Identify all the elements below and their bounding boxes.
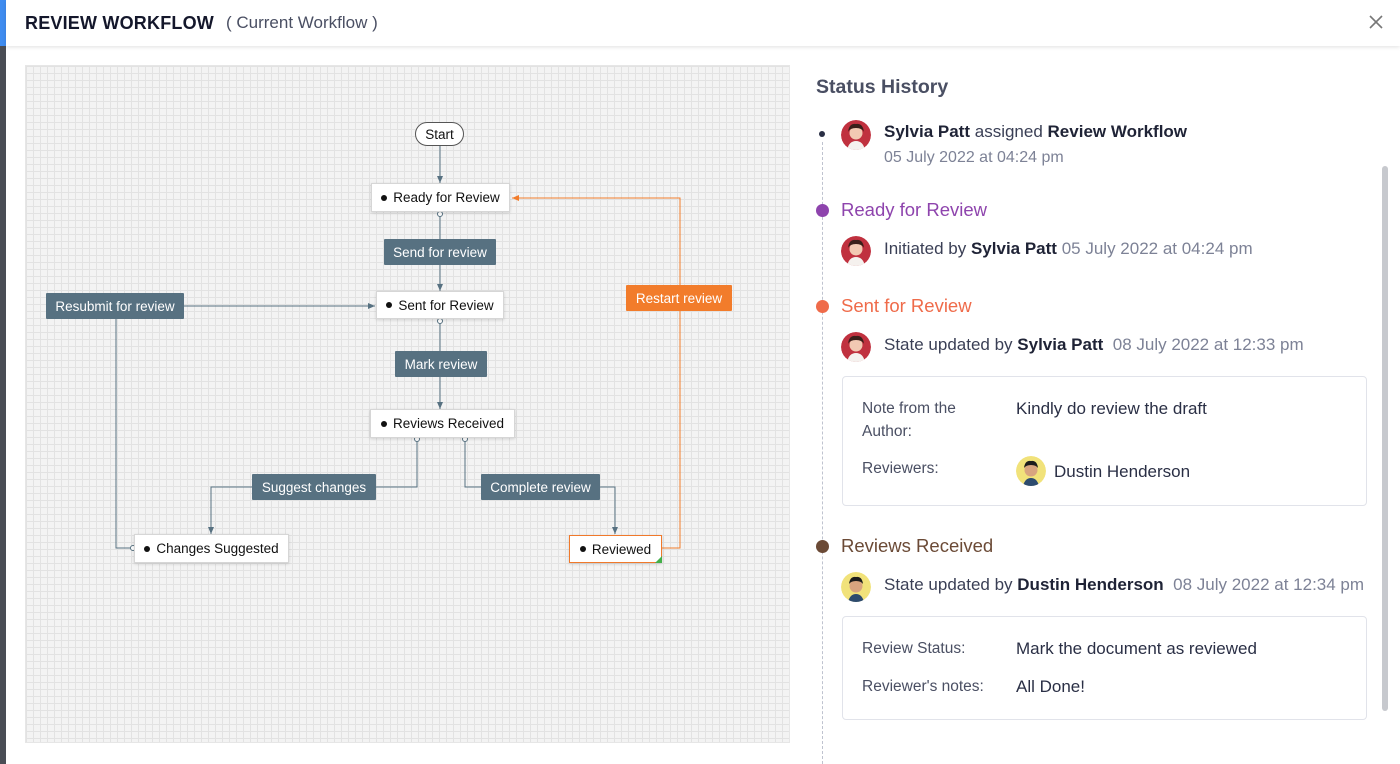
transition-label: Complete review <box>490 479 591 495</box>
page-title: REVIEW WORKFLOW <box>25 12 214 33</box>
transition-label: Resubmit for review <box>55 298 175 314</box>
state-label: Sent for Review <box>398 297 494 313</box>
state-label: Reviews Received <box>392 416 505 431</box>
timestamp: 05 July 2022 at 04:24 pm <box>884 149 1064 166</box>
history-entry-assigned: Sylvia Patt assigned Review Workflow <box>884 122 1187 142</box>
timeline-dot <box>819 131 825 137</box>
avatar-sylvia <box>841 120 871 150</box>
header: REVIEW WORKFLOW ( Current Workflow ) <box>6 0 1400 46</box>
state-bullet <box>579 546 586 552</box>
actor-name: Sylvia Patt <box>884 122 970 141</box>
state-label: Reviewed <box>591 541 652 557</box>
workflow-canvas[interactable]: Start Ready for Review Send for review R… <box>25 65 790 743</box>
timestamp: 05 July 2022 at 04:24 pm <box>1061 239 1253 258</box>
edge-resubmit <box>115 303 375 549</box>
state-bullet <box>386 302 393 308</box>
transition-label: Mark review <box>404 356 478 372</box>
avatar-sylvia <box>841 236 871 266</box>
close-icon[interactable] <box>1366 12 1386 32</box>
review-card: Review Status: Mark the document as revi… <box>842 616 1367 720</box>
state-label: Changes Suggested <box>156 541 279 556</box>
transition-send-for-review[interactable]: Send for review <box>384 239 496 265</box>
timeline-dot-sent <box>816 300 829 313</box>
reviewer-notes-label: Reviewer's notes: <box>862 678 984 695</box>
page-subtitle: ( Current Workflow ) <box>225 13 378 32</box>
review-status-value: Mark the document as reviewed <box>1016 639 1257 658</box>
reviewer-notes-value: All Done! <box>1016 677 1085 696</box>
target-name: Review Workflow <box>1047 122 1188 141</box>
prefix-text: State updated by <box>884 575 1013 594</box>
start-label: Start <box>425 126 454 142</box>
prefix-text: State updated by <box>884 335 1013 354</box>
history-state-received: Reviews Received <box>841 535 994 556</box>
actor-name: Dustin Henderson <box>1017 575 1164 594</box>
state-label: Ready for Review <box>393 190 500 205</box>
state-bullet <box>380 420 387 427</box>
timeline-dot-ready <box>816 204 829 217</box>
transition-suggest-changes[interactable]: Suggest changes <box>252 474 376 500</box>
note-label: Note from the Author: <box>862 400 956 440</box>
reviewers-label: Reviewers: <box>862 460 939 477</box>
history-entry-time: 05 July 2022 at 04:24 pm <box>884 149 1064 167</box>
transition-restart-review[interactable]: Restart review <box>626 285 732 311</box>
transition-label: Send for review <box>393 244 487 260</box>
state-bullet <box>381 194 388 201</box>
left-strip <box>0 0 6 764</box>
transition-label: Restart review <box>635 290 723 306</box>
state-bullet <box>144 545 151 552</box>
workflow-connectors <box>115 146 681 551</box>
resize-handle <box>655 556 662 563</box>
state-sent-for-review[interactable]: Sent for Review <box>376 291 504 319</box>
reviewer-name: Dustin Henderson <box>1054 462 1191 481</box>
accent-bar <box>0 0 6 46</box>
status-history-title: Status History <box>816 76 949 98</box>
timeline-dot-received <box>816 540 829 553</box>
state-changes-suggested[interactable]: Changes Suggested <box>134 534 289 563</box>
note-card: Note from the Author: Kindly do review t… <box>842 376 1367 506</box>
scrollbar[interactable] <box>1382 166 1388 711</box>
history-entry-sent: State updated by Sylvia Patt 08 July 202… <box>884 335 1304 355</box>
status-history-panel: Status History Sylvia Patt assigned Revi… <box>792 46 1400 764</box>
transition-resubmit-for-review[interactable]: Resubmit for review <box>46 293 184 319</box>
edge-restart <box>512 195 681 549</box>
timestamp: 08 July 2022 at 12:33 pm <box>1112 335 1304 354</box>
avatar-sylvia <box>841 332 871 362</box>
transition-label: Suggest changes <box>261 479 367 495</box>
state-ready-for-review[interactable]: Ready for Review <box>371 183 510 212</box>
state-reviews-received[interactable]: Reviews Received <box>370 409 515 438</box>
avatar-dustin <box>841 572 871 602</box>
transition-mark-review[interactable]: Mark review <box>395 351 487 377</box>
review-status-label: Review Status: <box>862 640 966 657</box>
actor-name: Sylvia Patt <box>970 239 1057 258</box>
avatar-dustin <box>1016 456 1046 486</box>
action-text: assigned <box>974 122 1043 141</box>
history-state-ready: Ready for Review <box>841 199 988 220</box>
note-value: Kindly do review the draft <box>1016 399 1207 418</box>
transition-complete-review[interactable]: Complete review <box>481 474 600 500</box>
history-entry-received: State updated by Dustin Henderson 08 Jul… <box>884 575 1364 595</box>
timestamp: 08 July 2022 at 12:34 pm <box>1173 575 1365 594</box>
history-state-sent: Sent for Review <box>841 295 972 316</box>
timeline-line <box>822 142 823 764</box>
actor-name: Sylvia Patt <box>1017 335 1104 354</box>
state-reviewed[interactable]: Reviewed <box>569 535 662 563</box>
history-entry-initiated: Initiated by Sylvia Patt 05 July 2022 at… <box>884 239 1253 259</box>
prefix-text: Initiated by <box>884 239 967 258</box>
start-node[interactable]: Start <box>415 122 464 146</box>
